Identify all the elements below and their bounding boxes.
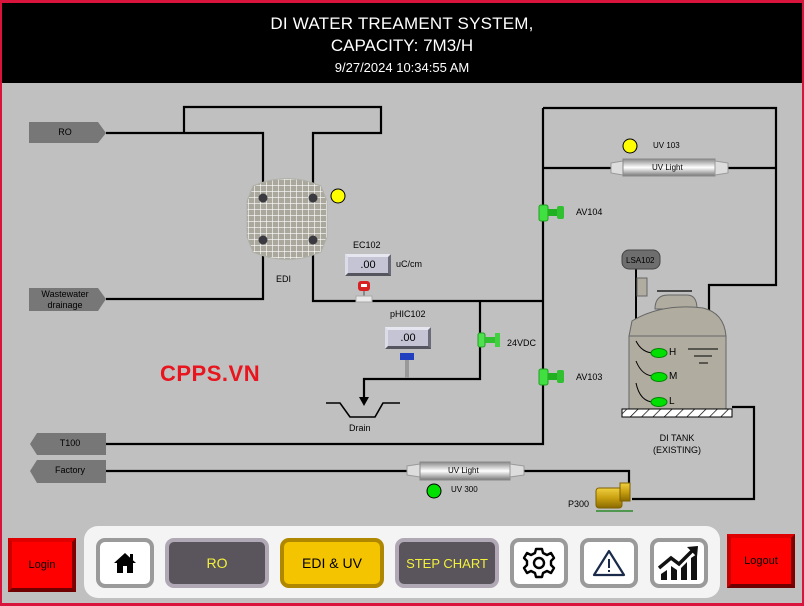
uv103-status-light [622,138,638,154]
pipe-edi-out [311,240,543,303]
level-switch-l [650,397,668,407]
watermark: CPPS.VN [160,361,261,386]
dosing-valve-label: 24VDC [507,338,537,348]
ec102-label: EC102 [353,240,381,250]
tag-ro [29,122,106,143]
pipe-ro-to-edi-in [106,131,265,197]
datetime: 9/27/2024 10:34:55 AM [334,60,470,75]
uv300-lamp [406,461,525,481]
tank-label-line2: (EXISTING) [652,445,701,455]
trend-button[interactable] [650,538,708,588]
gear-icon [522,547,556,579]
av104-valve-icon [538,204,564,222]
tag-t100 [30,433,106,455]
tank-label: DI TANK (EXISTING) [632,432,722,456]
ec102-value: .00 [345,254,391,276]
tag-wastewater-label: Wastewater drainage [29,289,101,311]
title-line-2: CAPACITY: 7M3/H [330,36,474,55]
tag-factory [30,460,106,483]
level-h-label: H [669,347,677,358]
pipe-uv300-out [522,469,631,483]
lsa102-label: LSA102 [626,256,655,265]
tag-ro-label: RO [58,127,72,137]
level-m-label: M [669,371,678,382]
header: DI WATER TREAMENT SYSTEM, CAPACITY: 7M3/… [2,3,802,83]
pipe-ro-bypass [182,105,383,197]
drain-label: Drain [349,423,371,433]
level-switch-h [650,348,668,358]
edi-status-light [330,188,346,204]
frame-border-top [0,0,804,3]
phic102-sensor-icon [400,353,414,378]
warning-icon [592,549,626,577]
ro-button[interactable]: RO [165,538,269,588]
edi-uv-button[interactable]: EDI & UV [280,538,384,588]
logout-button[interactable]: Logout [727,534,795,588]
home-icon [114,553,136,573]
uv103-lamp-text: UV Light [652,163,683,172]
edi-label: EDI [276,274,292,284]
uv300-lamp-text: UV Light [448,466,479,475]
level-switch-m [650,372,668,382]
phic102-value: .00 [385,327,431,349]
level-l-label: L [669,396,675,407]
pipe-tank-to-pump [632,405,756,501]
step-chart-button[interactable]: STEP CHART [395,538,499,588]
dosing-valve-icon [477,332,500,348]
uv103-label: UV 103 [653,141,680,150]
tag-wastewater-line1: Wastewater [41,289,89,299]
frame-border-right [802,0,804,606]
av103-valve-icon [538,368,564,386]
frame-border-left [0,0,2,606]
ec102-sensor-icon [355,281,373,303]
tag-t100-label: T100 [59,438,81,448]
drain-arrow [359,397,369,406]
pid-diagram [29,105,778,512]
drain-symbol [326,402,400,418]
tank-label-line1: DI TANK [659,433,695,443]
settings-button[interactable] [510,538,568,588]
tag-wastewater [29,288,106,311]
frame-border-bottom [0,603,804,606]
alarm-button[interactable] [580,538,638,588]
uv300-status-light [426,483,442,499]
trend-chart-icon [657,546,698,580]
av104-label: AV104 [576,207,603,217]
home-button[interactable] [96,538,154,588]
lsa102-tag [621,249,661,270]
ec102-unit: uC/cm [396,259,423,269]
edi-module [246,178,328,260]
di-tank [621,277,733,418]
tag-wastewater-line2: drainage [47,300,83,310]
uv300-label: UV 300 [451,485,478,494]
login-button[interactable]: Login [8,538,76,592]
pipe-main-riser [106,108,545,446]
pipe-to-tank [543,106,778,313]
tag-factory-label: Factory [54,465,85,475]
title-line-1: DI WATER TREAMENT SYSTEM, [270,14,534,33]
pump-label: P300 [568,499,590,509]
phic102-label: pHIC102 [390,309,426,319]
av103-label: AV103 [576,372,603,382]
process-canvas: RO Wastewater drainage T100 Factory EDI … [2,83,802,603]
pump-p300-icon [595,482,633,512]
uv103-lamp [610,158,729,177]
pipe-edi-waste [106,240,265,301]
